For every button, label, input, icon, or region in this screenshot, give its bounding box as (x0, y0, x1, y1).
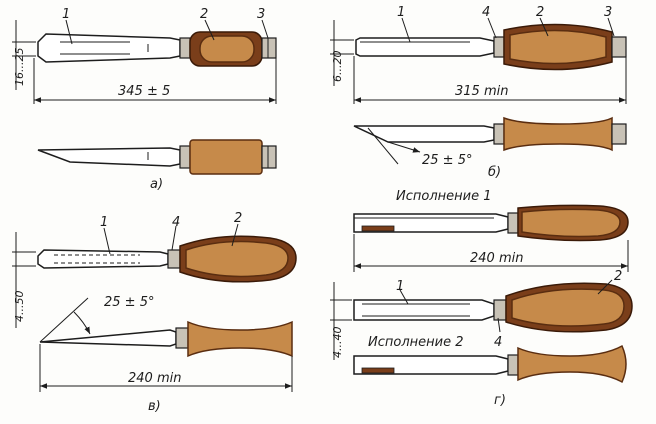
panel-a: 1 2 3 16...25 345 ± 5 а) (12, 7, 277, 192)
variant-2-label: Исполнение 2 (368, 335, 463, 350)
leader-2-a (204, 19, 215, 41)
leader-3-a (261, 19, 269, 39)
angle-b: 25 ± 5° (422, 153, 472, 168)
part-1-label-g: 1 (396, 279, 404, 294)
length-dim-v: 240 min (128, 371, 181, 386)
part-2-label-b: 2 (536, 5, 544, 20)
chisel-v-bottom (39, 320, 293, 358)
part-2-label-g: 2 (614, 269, 622, 284)
part-3-label-a: 3 (257, 7, 265, 22)
part-2-label-v: 2 (234, 211, 242, 226)
length-dim-a: 345 ± 5 (118, 84, 170, 99)
caption-v: в) (148, 399, 161, 414)
caption-a: а) (150, 177, 163, 192)
width-dim-v: 4...50 (13, 291, 26, 323)
part-2-label-a: 2 (200, 7, 208, 22)
caption-g: г) (494, 393, 506, 408)
length-dim-b: 315 min (455, 84, 508, 99)
variant-1-label: Исполнение 1 (396, 189, 491, 204)
part-1-label-b: 1 (397, 5, 405, 20)
chisel-b-top (355, 23, 627, 71)
part-4-label-b: 4 (482, 5, 490, 20)
part-3-label-b: 3 (604, 5, 612, 20)
chisel-v-top (37, 235, 297, 283)
chisel-g-variant1 (353, 204, 629, 242)
panel-v: 1 4 2 4...50 25 ± 5° 240 min в) (12, 211, 297, 414)
caption-b: б) (488, 165, 501, 180)
chisel-a-bottom (37, 139, 277, 175)
panel-b: 1 4 2 3 6...20 315 min 25 ± 5° б) (330, 5, 627, 180)
part-1-label-a: 1 (62, 7, 70, 22)
chisel-a-top (37, 31, 277, 67)
part-4-label-g: 4 (494, 335, 502, 350)
chisel-g-middle (353, 282, 633, 333)
chisel-b-bottom (353, 116, 627, 152)
width-dim-a: 16...25 (13, 48, 26, 86)
panel-g: Исполнение 1 240 min 1 2 4 4 (330, 189, 633, 408)
part-4-label-v: 4 (172, 215, 180, 230)
length-dim-g: 240 min (470, 251, 523, 266)
angle-v: 25 ± 5° (104, 295, 154, 310)
width-dim-b: 6...20 (331, 51, 344, 83)
leader-1-a (65, 19, 73, 45)
width-dim-g: 4...40 (331, 327, 344, 359)
part-1-label-v: 1 (100, 215, 108, 230)
chisel-g-variant2 (353, 344, 627, 384)
